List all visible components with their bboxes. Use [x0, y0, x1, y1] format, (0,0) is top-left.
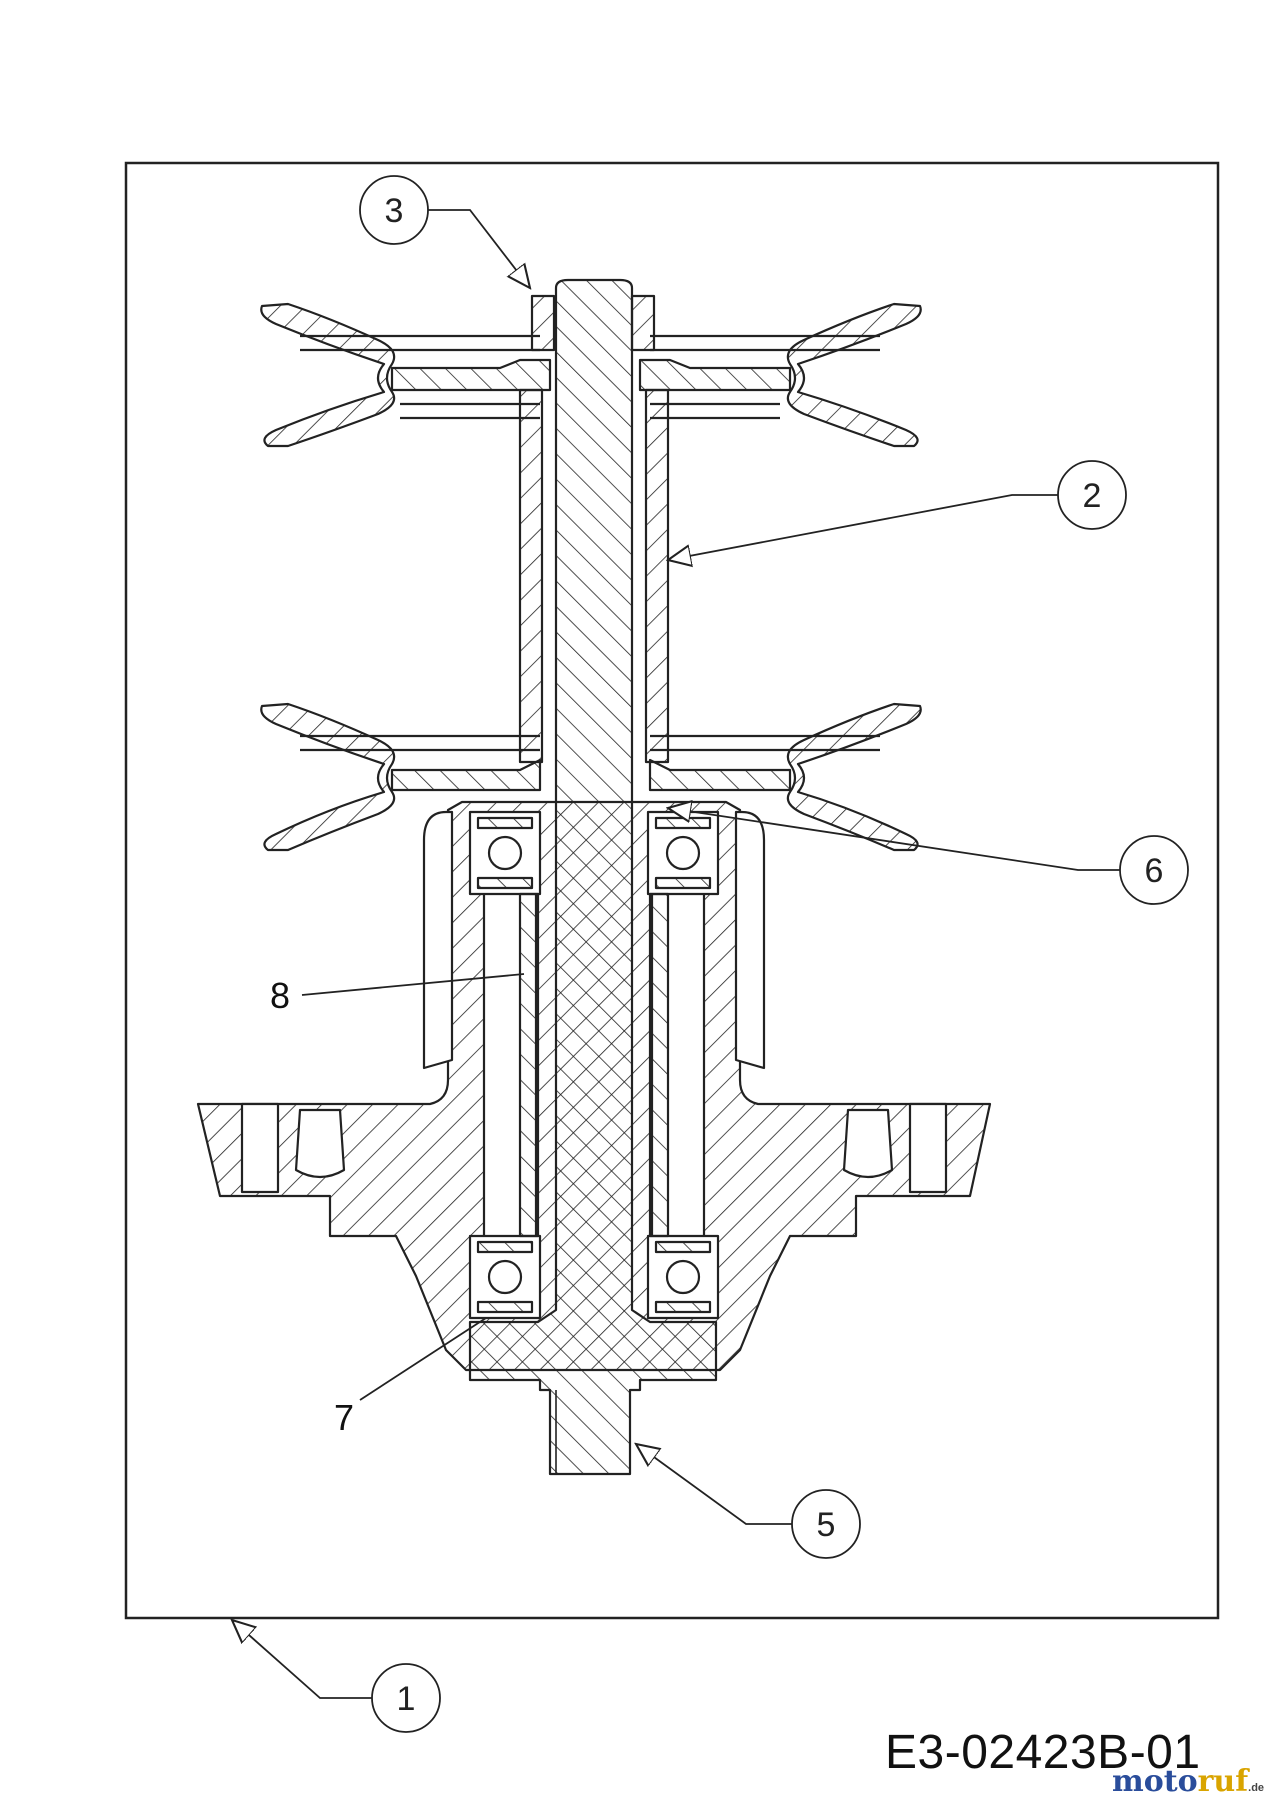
lower-pulley-left: [260, 702, 396, 852]
spacer-sleeve-left: [518, 388, 544, 764]
callout-label: 1: [397, 1680, 416, 1718]
drawing-reference-code: E3-02423B-01: [885, 1726, 1201, 1779]
bearing-spacer-left: [518, 892, 540, 1238]
upper-bearing-right: [646, 810, 720, 896]
leader-2: [668, 494, 1058, 560]
spindle-part-geometry: [196, 278, 992, 1476]
watermark-part-b: ruf: [1197, 1764, 1249, 1799]
callout-6: 6: [1119, 835, 1189, 905]
spacer-sleeve-right: [644, 388, 670, 764]
callout-label: 6: [1145, 852, 1164, 890]
leader-8: [301, 973, 525, 996]
callout-label: 3: [385, 192, 404, 230]
leader-1: [232, 1620, 372, 1699]
leader-5: [636, 1444, 792, 1525]
callout-3: 3: [359, 175, 429, 245]
callout-2: 2: [1057, 460, 1127, 530]
spindle-shaft: [468, 278, 718, 1476]
upper-bearing-left: [468, 810, 542, 896]
callout-7: 7: [334, 1397, 354, 1438]
upper-pulley-hub: [390, 358, 552, 392]
flange-bolt-left: [240, 1102, 280, 1194]
leader-6: [668, 808, 1120, 871]
upper-pulley-left: [260, 302, 396, 448]
lower-bearing-left: [468, 1234, 542, 1320]
flange-bolt-right: [908, 1102, 948, 1194]
leader-3: [428, 209, 530, 288]
callout-label: 5: [817, 1506, 836, 1544]
top-nut-left: [530, 294, 556, 352]
lower-pulley-right: [786, 702, 922, 852]
callout-5: 5: [791, 1489, 861, 1559]
lower-bearing-right: [646, 1234, 720, 1320]
leader-7: [359, 1317, 487, 1401]
watermark-part-a: moto: [1112, 1764, 1198, 1799]
drawing-frame: [124, 161, 1220, 1620]
watermark-logo: motoruf.de: [1112, 1764, 1264, 1799]
callout-label: 2: [1083, 477, 1102, 515]
housing-cover-shell: [422, 810, 766, 1070]
callout-8: 8: [270, 975, 290, 1016]
leader-lines: [232, 209, 1120, 1699]
upper-pulley-right: [786, 302, 922, 448]
top-nut-right: [630, 294, 656, 352]
bearing-spacer-right: [648, 892, 670, 1238]
watermark-suffix: .de: [1248, 1782, 1265, 1794]
callout-1: 1: [371, 1663, 441, 1733]
